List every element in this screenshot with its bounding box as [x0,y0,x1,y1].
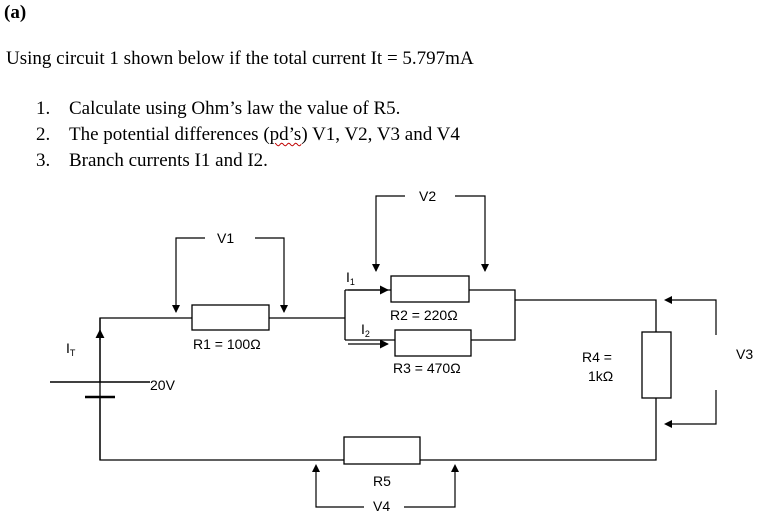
r3-resistor [394,329,472,357]
intro-text: Using circuit 1 shown below if the total… [6,48,474,69]
spellcheck-underlined-word: pd’s [269,124,302,145]
r4-bottom-wire [420,398,657,461]
total-current-label: IT [66,340,76,358]
part-label: (a) [4,2,27,23]
task-text-before: The potential differences ( [69,124,270,145]
task-number: 2. [36,124,51,145]
circuit-wires [99,289,657,461]
r1-label: R1 = 100Ω [193,336,261,352]
v4-label: V4 [373,498,390,514]
parallel-join-wire [469,289,516,341]
task-text: Branch currents I1 and I2. [69,150,268,171]
v2-label: V2 [419,188,436,204]
v4-right-arrowhead [451,464,459,472]
v2-left-arrowhead [372,264,380,272]
bottom-wire [99,440,344,461]
r3-label: R3 = 470Ω [393,360,461,376]
v2-right-arrowhead [481,264,489,272]
task-item: 1. Calculate using Ohm’s law the value o… [36,96,460,122]
r5-resistor [343,436,421,465]
task-list: 1. Calculate using Ohm’s law the value o… [36,96,460,174]
r2-label: R2 = 220Ω [390,307,458,323]
task-number: 3. [36,150,51,171]
i2-label: I2 [361,321,370,339]
task-text: The potential differences (pd’s) V1, V2,… [69,122,460,148]
i1-label: I1 [346,269,355,287]
r4-label-line1: R4 = [582,349,612,365]
r5-label: R5 [373,473,391,489]
task-item: 2. The potential differences (pd’s) V1, … [36,122,460,148]
r4-label-line2: 1kΩ [588,368,613,384]
v1-label: V1 [217,230,234,246]
task-text-after: ) V1, V2, V3 and V4 [301,124,460,145]
task-text: Calculate using Ohm’s law the value of R… [69,98,401,119]
v3-bracket [672,299,717,425]
task-item: 3. Branch currents I1 and I2. [36,148,460,174]
v1-bracket [175,237,285,312]
r1-resistor [191,304,270,331]
task-number: 1. [36,98,51,119]
v4-left-arrowhead [312,464,320,472]
v2-bracket [375,195,486,271]
r4-top-wire [515,299,657,332]
v1-left-arrowhead [172,305,180,313]
r2-resistor [390,275,470,303]
v3-bottom-arrowhead [664,420,672,428]
v3-top-arrowhead [664,296,672,304]
v4-bracket [315,472,456,508]
v3-label: V3 [736,346,753,362]
r4-resistor [641,331,672,399]
source-voltage-label: 20V [150,377,176,393]
v1-right-arrowhead [280,305,288,313]
